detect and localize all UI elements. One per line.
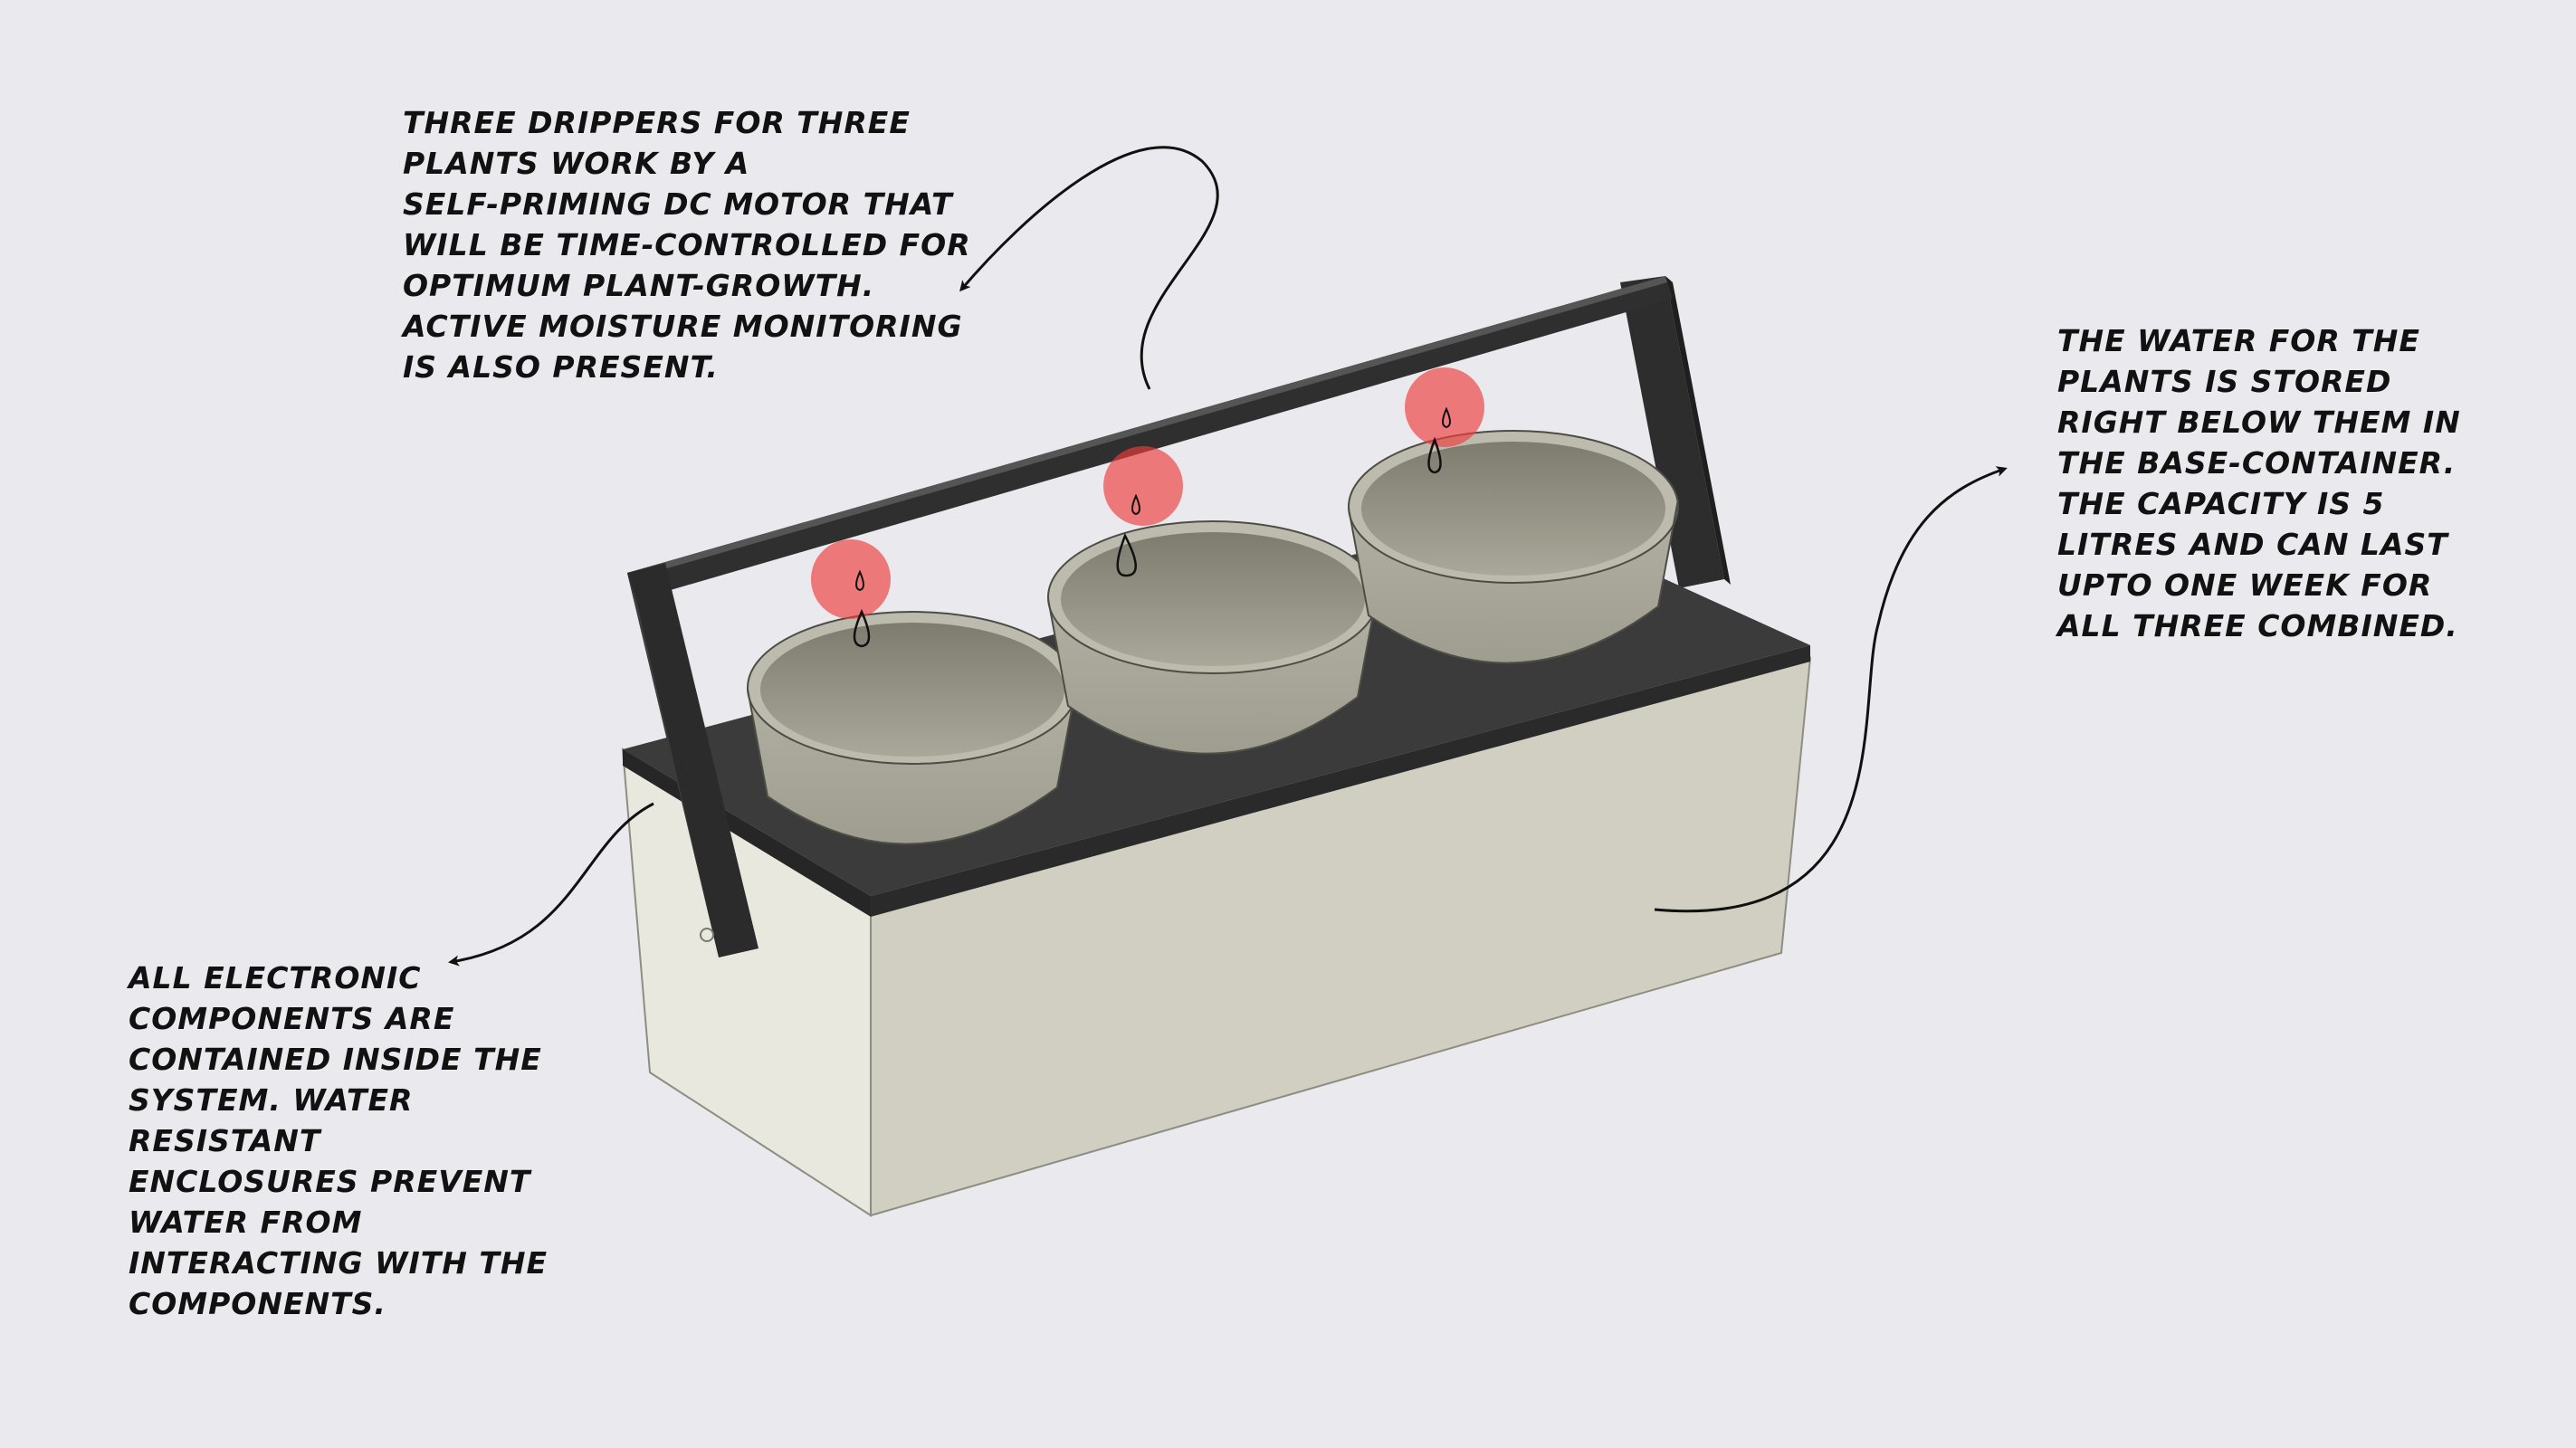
plant-pot-2 [1047,520,1379,755]
drippers-annotation: THREE DRIPPERS FOR THREE PLANTS WORK BY … [403,102,971,387]
annotation-line: INTERACTING WITH THE [129,1245,549,1281]
dripper-2 [1103,446,1183,577]
arrow-water [1654,466,2008,913]
arrow-electronics [448,802,654,967]
annotation-line: COMPONENTS ARE [129,1001,455,1036]
annotation-line: UPTO ONE WEEK FOR [2057,567,2433,603]
annotation-line: RESISTANT [129,1123,321,1158]
annotation-line: THE WATER FOR THE [2057,323,2420,358]
annotation-line: ALL THREE COMBINED. [2057,608,2458,643]
water-drop-icon [853,608,871,648]
annotation-line: ENCLOSURES PREVENT [129,1164,531,1199]
annotation-line: THE CAPACITY IS 5 [2057,486,2385,521]
annotation-line: LITRES AND CAN LAST [2057,527,2448,562]
handle-right-post [1620,276,1731,588]
dripper-1 [811,539,891,648]
annotation-line: IS ALSO PRESENT. [403,349,719,385]
plant-pot-3 [1348,430,1679,664]
annotation-line: OPTIMUM PLANT-GROWTH. [403,268,875,303]
annotation-line: WILL BE TIME-CONTROLLED FOR [403,227,971,262]
water-storage-annotation: THE WATER FOR THE PLANTS IS STORED RIGHT… [2057,320,2461,646]
arrow-drippers [959,146,1219,390]
annotation-line: SELF-PRIMING DC MOTOR THAT [403,186,953,222]
annotation-line: SYSTEM. WATER [129,1082,414,1118]
annotation-line: THREE DRIPPERS FOR THREE [403,105,911,140]
dripper-3 [1405,367,1484,474]
annotation-line: COMPONENTS. [129,1286,386,1321]
annotation-line: ALL ELECTRONIC [129,960,422,996]
water-drop-icon [1116,532,1137,577]
annotation-line: ACTIVE MOISTURE MONITORING [403,309,963,344]
annotation-line: CONTAINED INSIDE THE [129,1042,542,1077]
annotation-line: THE BASE-CONTAINER. [2057,445,2457,481]
water-drop-icon [1427,436,1442,474]
handle-left-post [627,563,758,957]
electronics-annotation: ALL ELECTRONIC COMPONENTS ARE CONTAINED … [129,957,548,1324]
annotation-line: RIGHT BELOW THEM IN [2057,405,2461,440]
plant-pot-1 [747,611,1078,845]
annotation-line: WATER FROM [129,1205,363,1240]
handle-top-bar [627,276,1673,600]
annotation-line: PLANTS IS STORED [2057,364,2392,399]
handle-pivot [700,928,714,942]
annotation-line: PLANTS WORK BY A [403,146,750,181]
